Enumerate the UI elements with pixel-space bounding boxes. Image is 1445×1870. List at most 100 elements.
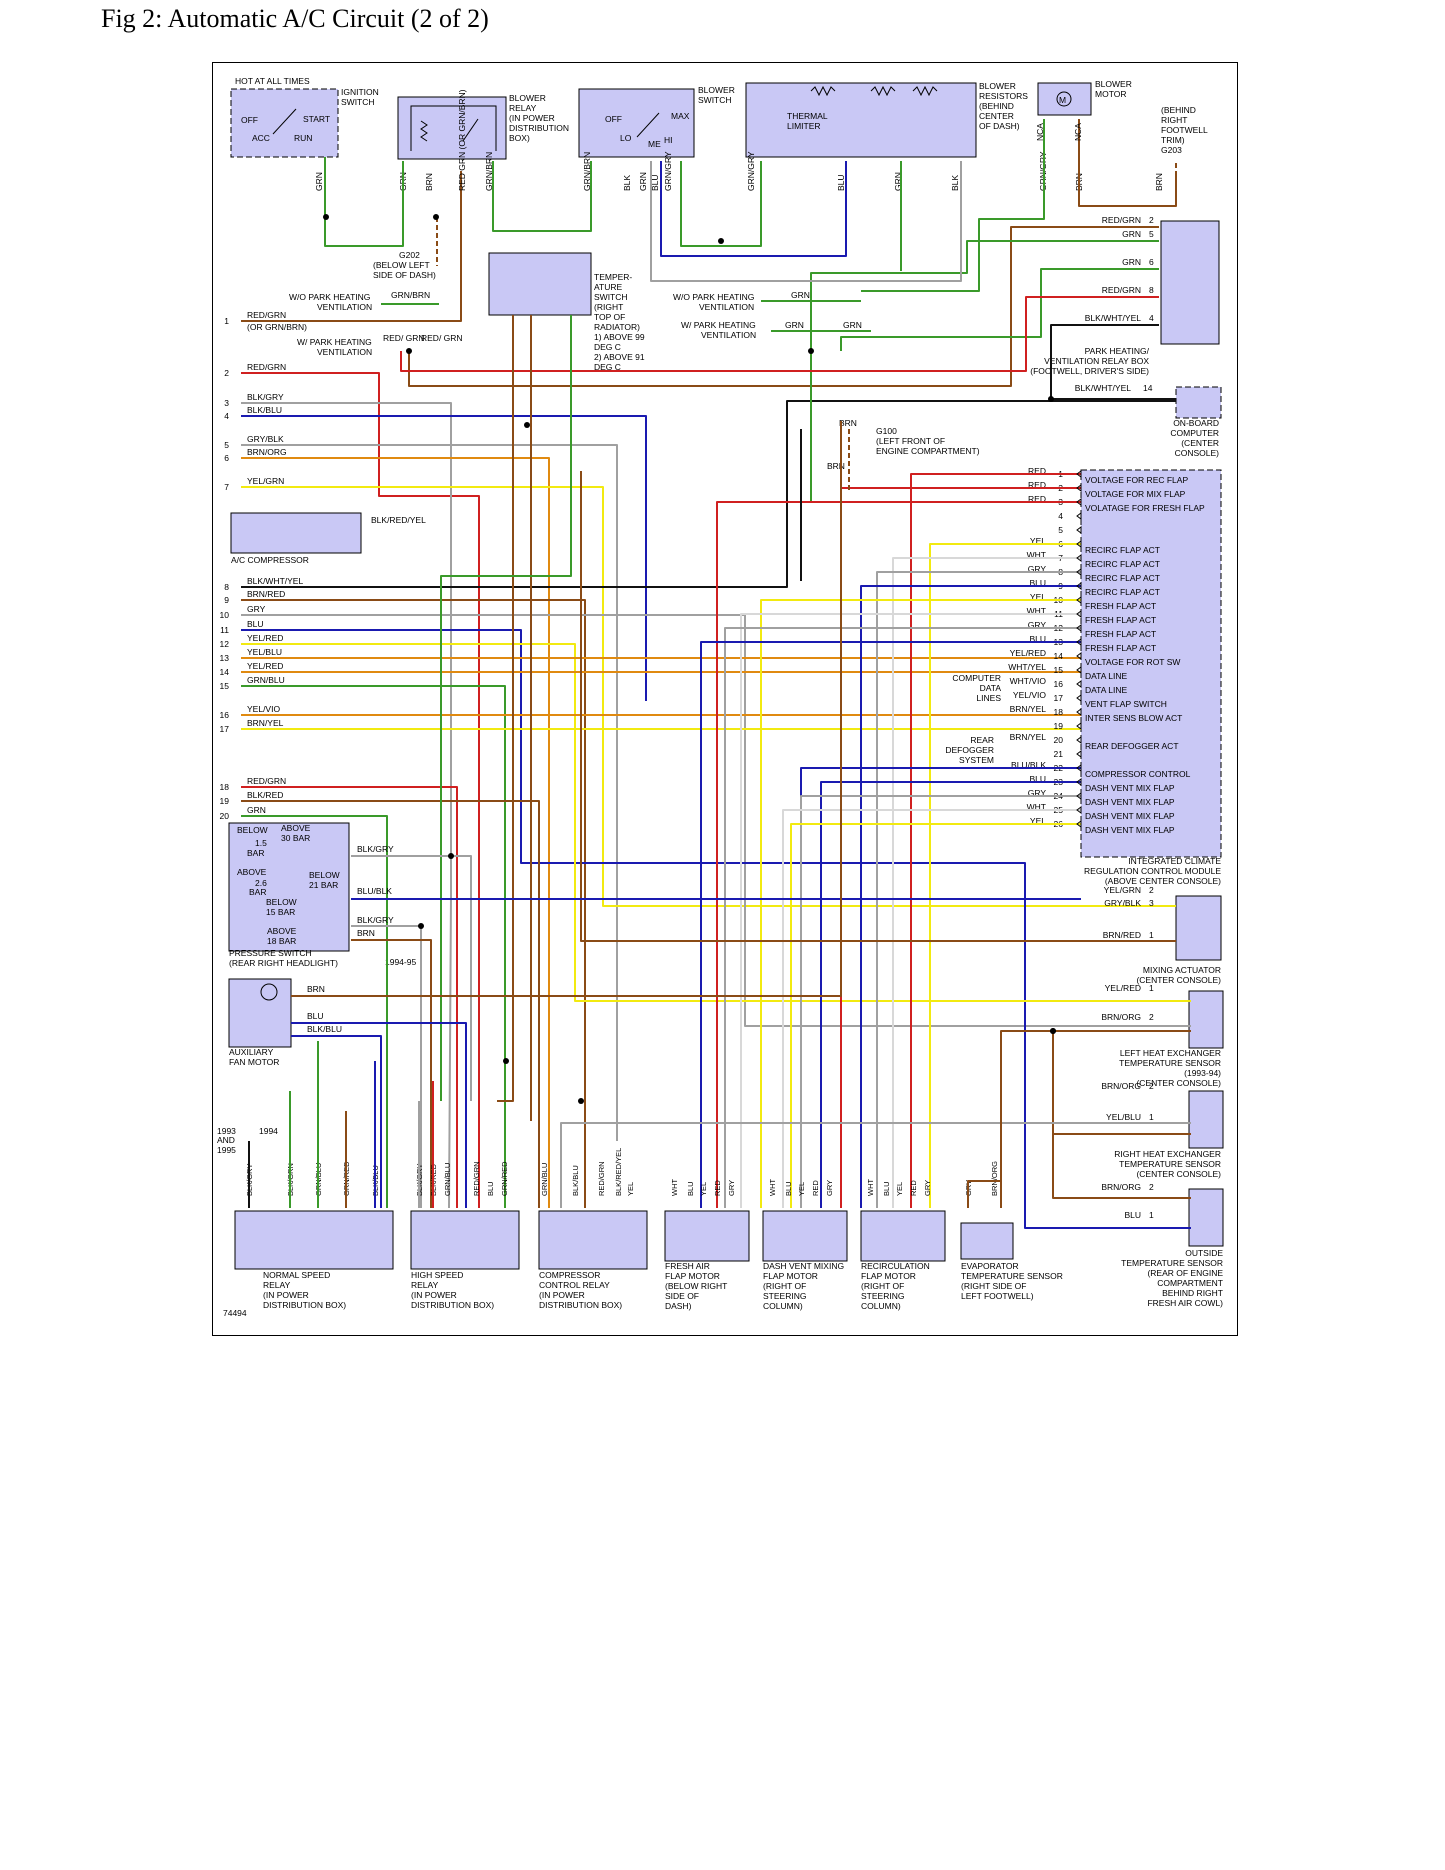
outside-temp-sensor-label: OUTSIDE	[1185, 1248, 1223, 1258]
blower-relay	[397, 96, 507, 160]
relay-coil-icon	[420, 120, 428, 142]
aux-pin-label: BRN	[307, 984, 325, 994]
park-relay-wire-label: RED/GRN	[1102, 215, 1141, 225]
brn-label: BRN	[839, 418, 857, 428]
recirc-motor-label: (RIGHT OF	[861, 1281, 904, 1291]
aux-motor-icon	[260, 983, 278, 1001]
grn-brn-label: GRN/BRN	[391, 290, 430, 300]
bottom-wire-label: RED	[713, 1180, 722, 1196]
icrcm-wire	[716, 501, 1081, 1208]
nca-label: NCA	[1073, 123, 1083, 141]
page-title: Fig 2: Automatic A/C Circuit (2 of 2)	[101, 4, 489, 33]
blower-resistors-label: RESISTORS	[979, 91, 1028, 101]
blower-resistors-label: CENTER	[979, 111, 1014, 121]
fresh-air-motor-label: SIDE OF	[665, 1291, 699, 1301]
high-speed-relay-label: HIGH SPEED	[411, 1270, 463, 1280]
fresh-air-motor-label: FLAP MOTOR	[665, 1271, 720, 1281]
icrcm-label: REGULATION CONTROL MODULE	[1084, 866, 1221, 876]
left-heat-exchanger-label: TEMPERATURE SENSOR	[1119, 1058, 1221, 1068]
compressor-relay-label: COMPRESSOR	[539, 1270, 600, 1280]
year-1994-95-label: 1994-95	[385, 957, 416, 967]
icrcm-pin-number: 20	[1054, 735, 1064, 745]
bottom-wire-label: RED	[909, 1180, 918, 1196]
bottom-wire-label: YEL	[895, 1182, 904, 1196]
left-wire-number: 3	[224, 398, 229, 408]
blower-relay-frame-icon	[410, 105, 497, 151]
temperature-switch-label: (RIGHT	[594, 302, 623, 312]
ac-compressor-label: A/C COMPRESSOR	[231, 555, 309, 565]
hot-at-all-times-label: HOT AT ALL TIMES	[235, 76, 310, 86]
connector-pin-icon	[1076, 806, 1082, 814]
top-wire	[1078, 119, 1177, 207]
top-wire-label: GRN/BRN	[484, 152, 494, 191]
blower-resistors-label: (BEHIND	[979, 101, 1014, 111]
high-speed-relay-label: (IN POWER	[411, 1290, 457, 1300]
fresh-air-motor-label: (BELOW RIGHT	[665, 1281, 727, 1291]
park-heating-relay-box	[1160, 220, 1220, 345]
splice-dot	[323, 214, 329, 220]
pressure-switch-label: (REAR RIGHT HEADLIGHT)	[229, 958, 338, 968]
icrcm-wire-label: BRN/YEL	[1010, 732, 1047, 742]
left-wire-number: 10	[220, 610, 230, 620]
top-wire-label: RED GRN (OR GRN/BRN)	[457, 89, 467, 191]
w-park-heating-label: VENTILATION	[317, 347, 372, 357]
left-harness-wire	[241, 599, 586, 1208]
left-wire-label: BRN/YEL	[247, 718, 284, 728]
left-wire-number: 13	[220, 653, 230, 663]
icrcm-function-label: COMPRESSOR CONTROL	[1085, 769, 1191, 779]
aux-fan-motor-label: AUXILIARY	[229, 1047, 274, 1057]
outside-temp-sensor-label: TEMPERATURE SENSOR	[1121, 1258, 1223, 1268]
icrcm-function-label: RECIRC FLAP ACT	[1085, 587, 1160, 597]
icrcm-pin-number: 21	[1054, 749, 1064, 759]
sensor-wire-label: YEL/BLU	[1106, 1112, 1141, 1122]
splice-dot	[448, 853, 454, 859]
left-wire-label: GRN	[247, 805, 266, 815]
g202-location-label: SIDE OF DASH)	[373, 270, 436, 280]
icrcm-function-label: DASH VENT MIX FLAP	[1085, 797, 1175, 807]
icrcm-wire	[760, 599, 1081, 1208]
top-wire-label: BLK	[950, 175, 960, 191]
aux-pin-label: BLK/BLU	[307, 1024, 342, 1034]
icrcm-function-label: DATA LINE	[1085, 671, 1128, 681]
temperature-switch-label: TEMPER-	[594, 272, 632, 282]
left-wire-number: 17	[220, 724, 230, 734]
pressure-label: BELOW	[309, 870, 340, 880]
connector-pin-icon	[1076, 694, 1082, 702]
blower-off-label: OFF	[605, 114, 622, 124]
pressure-switch	[228, 822, 350, 952]
icrcm-wire-label: RED	[1028, 480, 1046, 490]
icrcm-label: INTEGRATED CLIMATE	[1128, 856, 1221, 866]
ignition-off-label: OFF	[241, 115, 258, 125]
outside-temp-sensor-label: BEHIND RIGHT	[1162, 1288, 1223, 1298]
sensor-pin-number: 1	[1149, 930, 1154, 940]
bottom-wire-label: YEL	[797, 1182, 806, 1196]
blower-switch-label: BLOWER	[698, 85, 735, 95]
grn-label: GRN	[843, 320, 862, 330]
diagram-id: 74494	[223, 1308, 247, 1318]
connector-pin-icon	[1076, 750, 1082, 758]
bottom-wire-label: GRY	[727, 1180, 736, 1196]
icrcm-wire-label: WHT/YEL	[1008, 662, 1046, 672]
high-speed-relay-label: DISTRIBUTION BOX)	[411, 1300, 494, 1310]
g203-label: (BEHIND	[1161, 105, 1196, 115]
left-wire-label: YEL/BLU	[247, 647, 282, 657]
connector-pin-icon	[1076, 820, 1082, 828]
bottom-wire-label: RED	[811, 1180, 820, 1196]
compressor-relay	[538, 1210, 648, 1270]
icrcm-wire-label: RED	[1028, 466, 1046, 476]
icrcm-function-label: VOLTAGE FOR MIX FLAP	[1085, 489, 1186, 499]
icrcm-wire-label: YEL/VIO	[1013, 690, 1046, 700]
bottom-wire-label: WHT	[670, 1179, 679, 1196]
connector-pin-icon	[1076, 624, 1082, 632]
top-wire	[660, 161, 847, 257]
left-harness-wire	[241, 171, 462, 322]
top-wire-label: BRN	[1154, 173, 1164, 191]
icrcm-wire-label: YEL/RED	[1010, 648, 1046, 658]
icrcm-function-label: VOLTAGE FOR ROT SW	[1085, 657, 1180, 667]
left-wire-label: RED/GRN	[247, 362, 286, 372]
top-wire-label: GRN	[638, 172, 648, 191]
pressure-label: ABOVE	[281, 823, 311, 833]
blower-switch	[578, 88, 695, 158]
ignition-start-label: START	[303, 114, 330, 124]
park-relay-pin-number: 8	[1149, 285, 1154, 295]
